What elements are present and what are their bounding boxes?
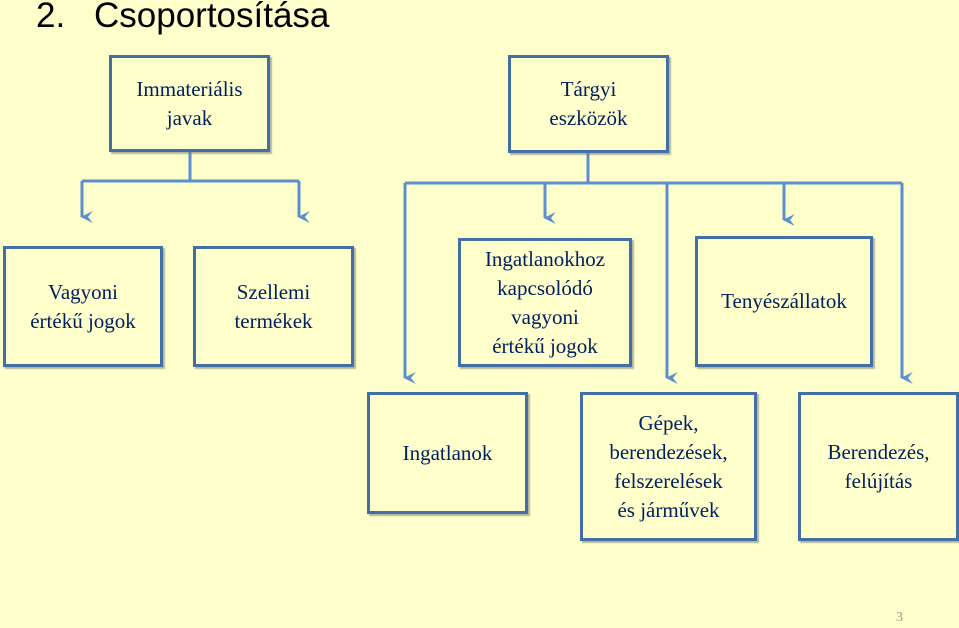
- box-tangible: Tárgyi eszközök: [508, 55, 669, 153]
- box-machines-label: Gépek, berendezések, felszerelések és já…: [609, 410, 728, 522]
- box-property-rights: Vagyoni értékű jogok: [3, 246, 163, 367]
- box-machines: Gépek, berendezések, felszerelések és já…: [580, 392, 757, 541]
- box-property-rights-label: Vagyoni értékű jogok: [30, 279, 136, 333]
- box-breeding-animals: Tenyészállatok: [695, 236, 873, 367]
- slide-title: 2. Csoportosítása: [36, 0, 329, 36]
- box-tangible-label: Tárgyi eszközök: [549, 77, 628, 130]
- box-immaterial: Immateriális javak: [109, 55, 270, 152]
- box-real-estate: Ingatlanok: [367, 392, 528, 514]
- box-fittings-label: Berendezés, felújítás: [827, 439, 930, 493]
- title-text: Csoportosítása: [94, 0, 330, 35]
- box-real-estate-label: Ingatlanok: [402, 440, 493, 465]
- box-intellectual-label: Szellemi termékek: [234, 279, 313, 333]
- box-real-estate-rights-label: Ingatlanokhoz kapcsolódó vagyoni értékű …: [484, 246, 606, 358]
- box-real-estate-rights: Ingatlanokhoz kapcsolódó vagyoni értékű …: [458, 238, 632, 367]
- box-fittings: Berendezés, felújítás: [798, 392, 959, 541]
- page-number: 3: [896, 610, 903, 625]
- box-breeding-animals-label: Tenyészállatok: [721, 289, 847, 313]
- box-intellectual: Szellemi termékek: [193, 246, 354, 367]
- box-immaterial-label: Immateriális javak: [136, 76, 243, 130]
- title-number: 2.: [36, 0, 66, 35]
